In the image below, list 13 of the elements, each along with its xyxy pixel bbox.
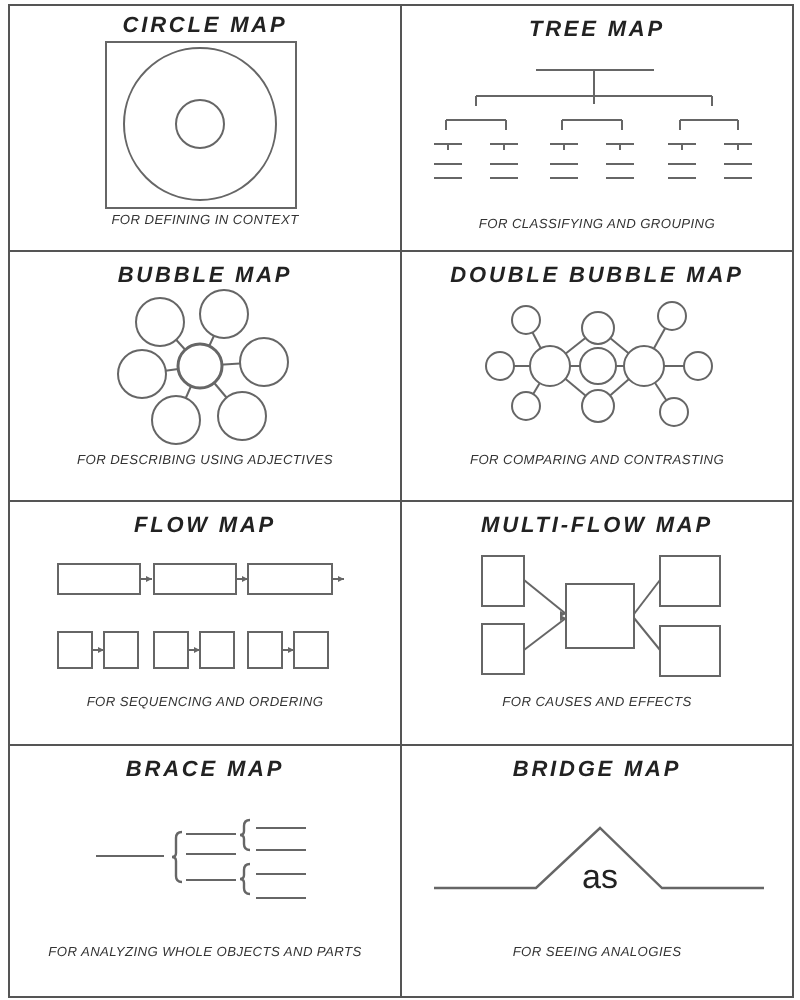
relating-word: as	[582, 858, 618, 898]
map-title: BRIDGE MAP	[510, 758, 684, 782]
map-title: BRACE MAP	[123, 758, 287, 782]
map-panel	[8, 4, 402, 252]
map-panel	[400, 744, 794, 998]
map-title: DOUBLE BUBBLE MAP	[448, 264, 746, 288]
map-title: FLOW MAP	[131, 514, 279, 538]
map-panel	[400, 4, 794, 252]
map-title: BUBBLE MAP	[115, 264, 295, 288]
map-title: CIRCLE MAP	[120, 14, 290, 38]
map-panel	[8, 744, 402, 998]
map-title: TREE MAP	[526, 18, 668, 42]
map-title: MULTI-FLOW MAP	[479, 514, 715, 538]
